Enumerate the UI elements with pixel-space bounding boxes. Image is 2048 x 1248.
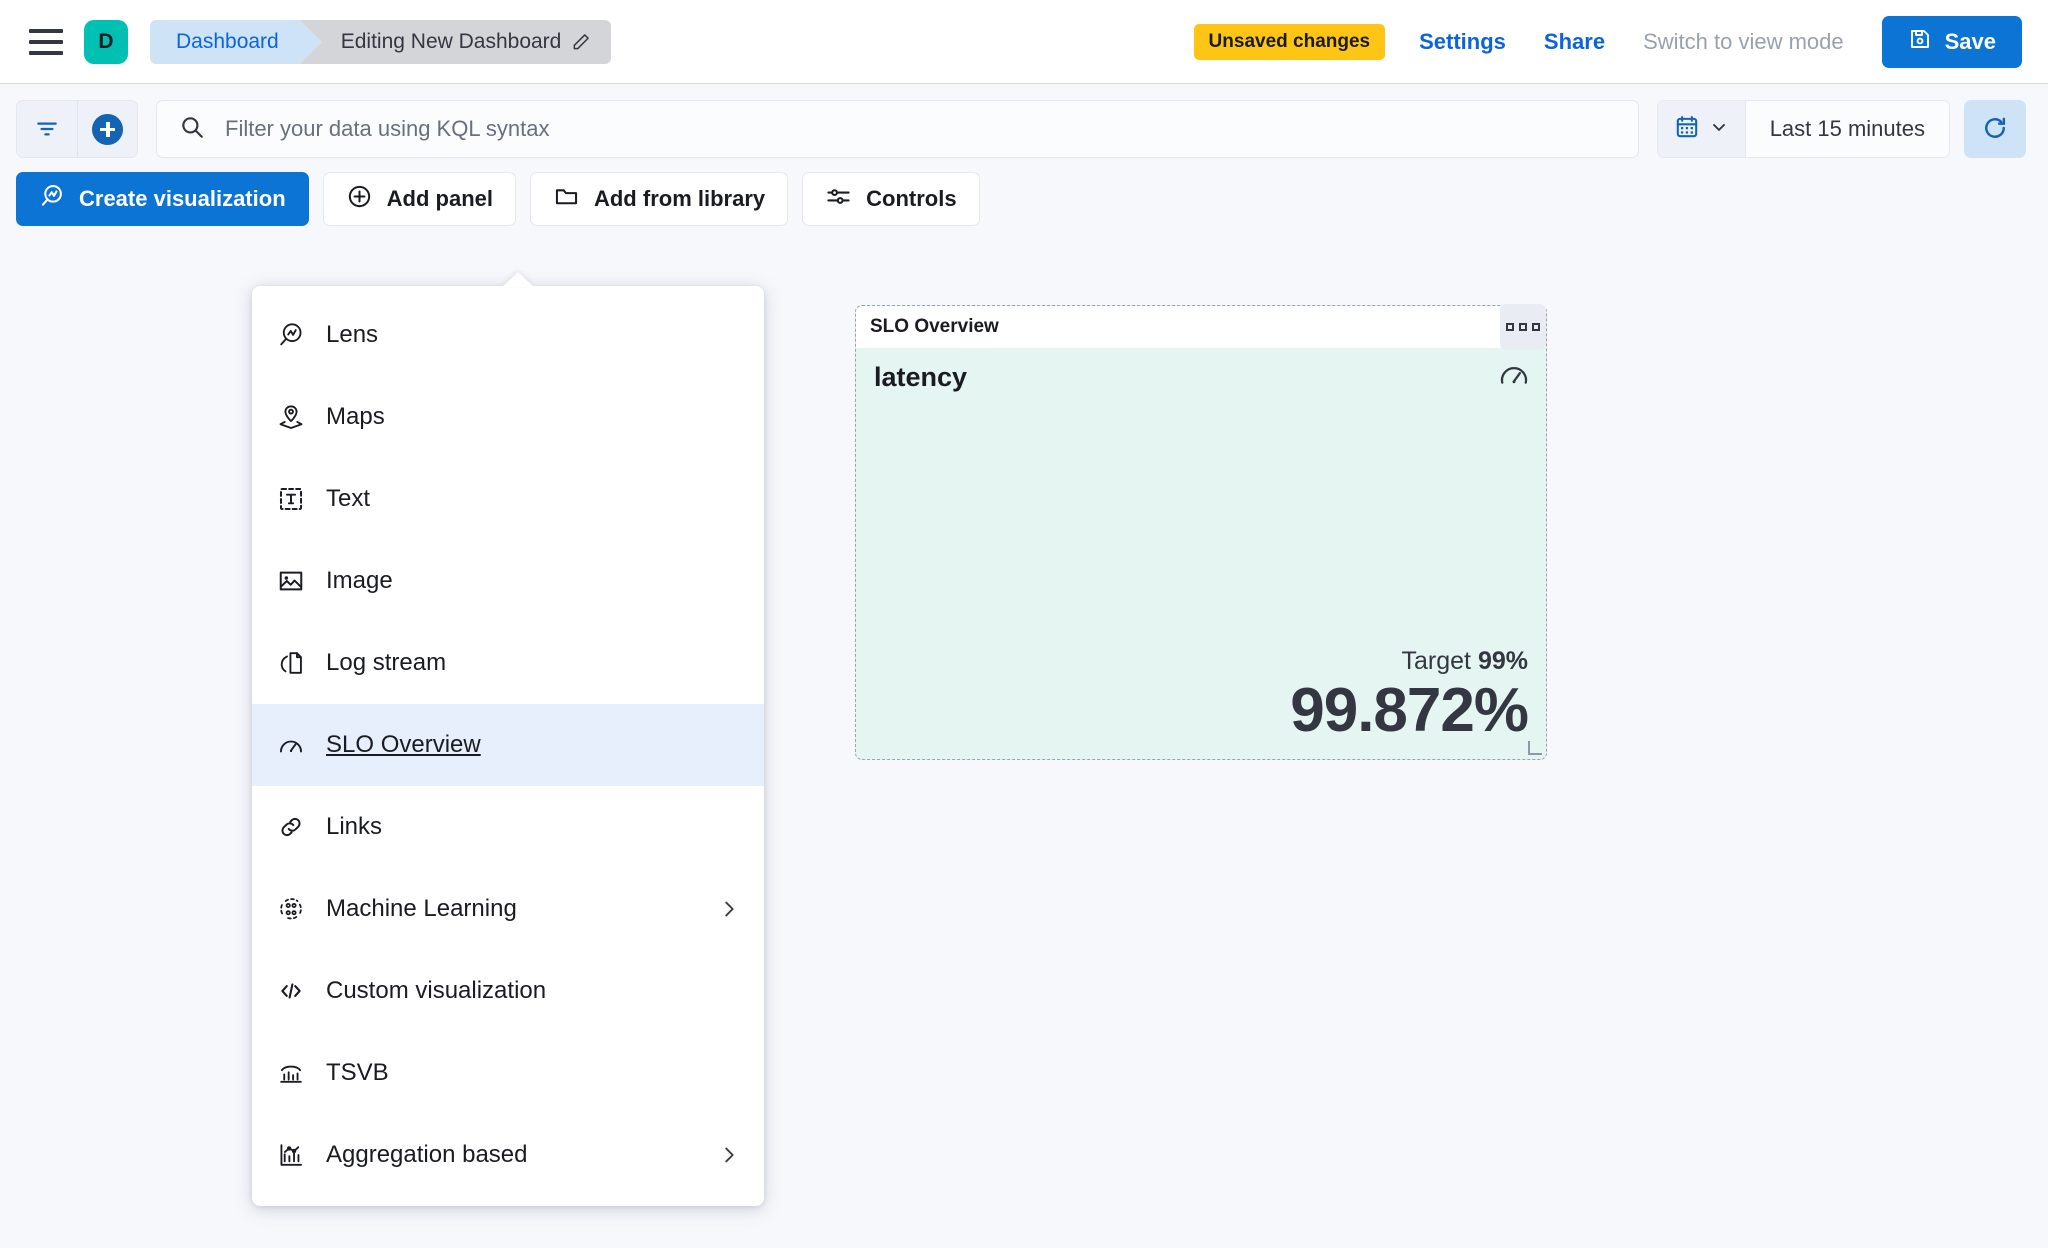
code-icon <box>276 976 306 1006</box>
pencil-icon[interactable] <box>571 32 591 52</box>
time-picker: Last 15 minutes <box>1656 100 1950 158</box>
add-from-library-button[interactable]: Add from library <box>529 172 789 226</box>
app-header: D Dashboard Editing New Dashboard Unsave… <box>0 0 2048 84</box>
time-range-display[interactable]: Last 15 minutes <box>1745 101 1949 157</box>
menu-item-maps[interactable]: Maps <box>252 376 764 458</box>
image-icon <box>276 566 306 596</box>
add-panel-label: Add panel <box>386 186 493 211</box>
menu-item-label: Lens <box>326 321 379 348</box>
slo-overview-panel[interactable]: SLO Overview latency Target 99% <box>855 304 1547 760</box>
add-from-library-label: Add from library <box>593 186 766 211</box>
hamburger-bar <box>29 28 63 33</box>
aggregation-chart-icon <box>276 1140 306 1170</box>
filter-controls-group <box>16 100 138 158</box>
chevron-down-icon <box>1709 117 1729 142</box>
slo-footer: Target 99% 99.872% <box>874 647 1529 745</box>
space-avatar[interactable]: D <box>84 19 128 64</box>
menu-item-label: Text <box>326 485 371 512</box>
lens-icon <box>39 183 65 215</box>
save-button[interactable]: Save <box>1881 15 2022 68</box>
breadcrumb: Dashboard Editing New Dashboard <box>150 19 612 64</box>
date-quick-select-button[interactable] <box>1657 101 1746 157</box>
menu-item-label: Links <box>326 813 383 840</box>
slo-current-value: 99.872% <box>1290 675 1529 745</box>
save-disk-icon <box>1908 27 1932 57</box>
menu-item-label: Aggregation based <box>326 1141 528 1168</box>
menu-item-label: TSVB <box>326 1059 389 1086</box>
menu-item-image[interactable]: Image <box>252 540 764 622</box>
hamburger-bar <box>29 39 63 44</box>
slo-target: Target 99% <box>874 647 1528 676</box>
context-dot <box>1506 323 1514 331</box>
menu-item-label: Image <box>326 567 393 594</box>
add-filter-button[interactable] <box>77 101 137 157</box>
search-input[interactable]: Filter your data using KQL syntax <box>156 100 1639 158</box>
hamburger-icon[interactable] <box>24 20 68 64</box>
map-marker-layers-icon <box>276 402 306 432</box>
controls-button[interactable]: Controls <box>802 172 980 226</box>
gauge-icon <box>276 730 306 760</box>
filter-icon[interactable] <box>17 101 77 157</box>
gauge-icon <box>1498 358 1530 390</box>
menu-item-label: Custom visualization <box>326 977 547 1004</box>
menu-item-custom-visualization[interactable]: Custom visualization <box>252 950 764 1032</box>
panel-body: latency Target 99% 99.872% <box>856 348 1546 759</box>
machine-learning-icon <box>276 894 306 924</box>
menu-item-lens[interactable]: Lens <box>252 294 764 376</box>
menu-item-text[interactable]: Text <box>252 458 764 540</box>
sliders-icon <box>825 183 852 216</box>
menu-item-label: Log stream <box>326 649 447 676</box>
slo-target-value: 99% <box>1477 646 1528 675</box>
query-bar: Filter your data using KQL syntax <box>0 84 2048 172</box>
refresh-icon <box>1981 114 2009 145</box>
dashboard-editing-toolbar: Create visualization Add panel Add from … <box>0 172 2048 242</box>
search-icon <box>179 114 205 145</box>
menu-item-slo-overview[interactable]: SLO Overview <box>252 704 764 786</box>
menu-item-label: SLO Overview <box>326 731 481 758</box>
settings-link[interactable]: Settings <box>1419 28 1506 54</box>
create-visualization-button[interactable]: Create visualization <box>16 172 309 226</box>
folder-icon <box>553 183 580 216</box>
create-visualization-label: Create visualization <box>79 186 286 211</box>
slo-name: latency <box>874 362 968 392</box>
lens-icon <box>276 320 306 350</box>
hamburger-bar <box>29 50 63 55</box>
plus-circle-outline-icon <box>346 183 373 216</box>
link-icon <box>276 812 306 842</box>
menu-item-aggregation-based[interactable]: Aggregation based <box>252 1114 764 1196</box>
menu-item-label: Maps <box>326 403 385 430</box>
add-panel-menu: Lens Maps Text Image <box>252 286 764 1206</box>
text-box-icon <box>276 484 306 514</box>
controls-label: Controls <box>866 186 957 211</box>
share-link[interactable]: Share <box>1543 28 1606 54</box>
menu-item-log-stream[interactable]: Log stream <box>252 622 764 704</box>
calendar-icon <box>1674 114 1700 145</box>
log-stream-icon <box>276 648 306 678</box>
chevron-right-icon <box>718 898 740 920</box>
context-dot <box>1519 323 1527 331</box>
menu-item-machine-learning[interactable]: Machine Learning <box>252 868 764 950</box>
menu-item-links[interactable]: Links <box>252 786 764 868</box>
panel-header: SLO Overview <box>856 304 1546 350</box>
menu-item-tsvb[interactable]: TSVB <box>252 1032 764 1114</box>
plus-circle-icon <box>92 113 123 145</box>
context-dot <box>1532 323 1540 331</box>
unsaved-changes-badge[interactable]: Unsaved changes <box>1193 23 1386 60</box>
menu-item-label: Machine Learning <box>326 895 517 922</box>
panel-title[interactable]: SLO Overview <box>870 316 999 337</box>
breadcrumb-editing-label: Editing New Dashboard <box>340 29 562 53</box>
switch-to-view-mode-link[interactable]: Switch to view mode <box>1643 28 1844 54</box>
add-panel-button[interactable]: Add panel <box>322 172 516 226</box>
slo-target-label: Target <box>1401 646 1471 675</box>
breadcrumb-editing-title[interactable]: Editing New Dashboard <box>300 19 612 64</box>
panel-context-menu-icon[interactable] <box>1500 304 1546 350</box>
search-input-placeholder: Filter your data using KQL syntax <box>225 116 550 141</box>
save-button-label: Save <box>1944 28 1996 54</box>
refresh-button[interactable] <box>1964 100 2026 158</box>
breadcrumb-dashboard[interactable]: Dashboard <box>150 19 322 64</box>
tsvb-chart-icon <box>276 1058 306 1088</box>
resize-handle-icon[interactable] <box>1528 741 1542 755</box>
chevron-right-icon <box>718 1144 740 1166</box>
